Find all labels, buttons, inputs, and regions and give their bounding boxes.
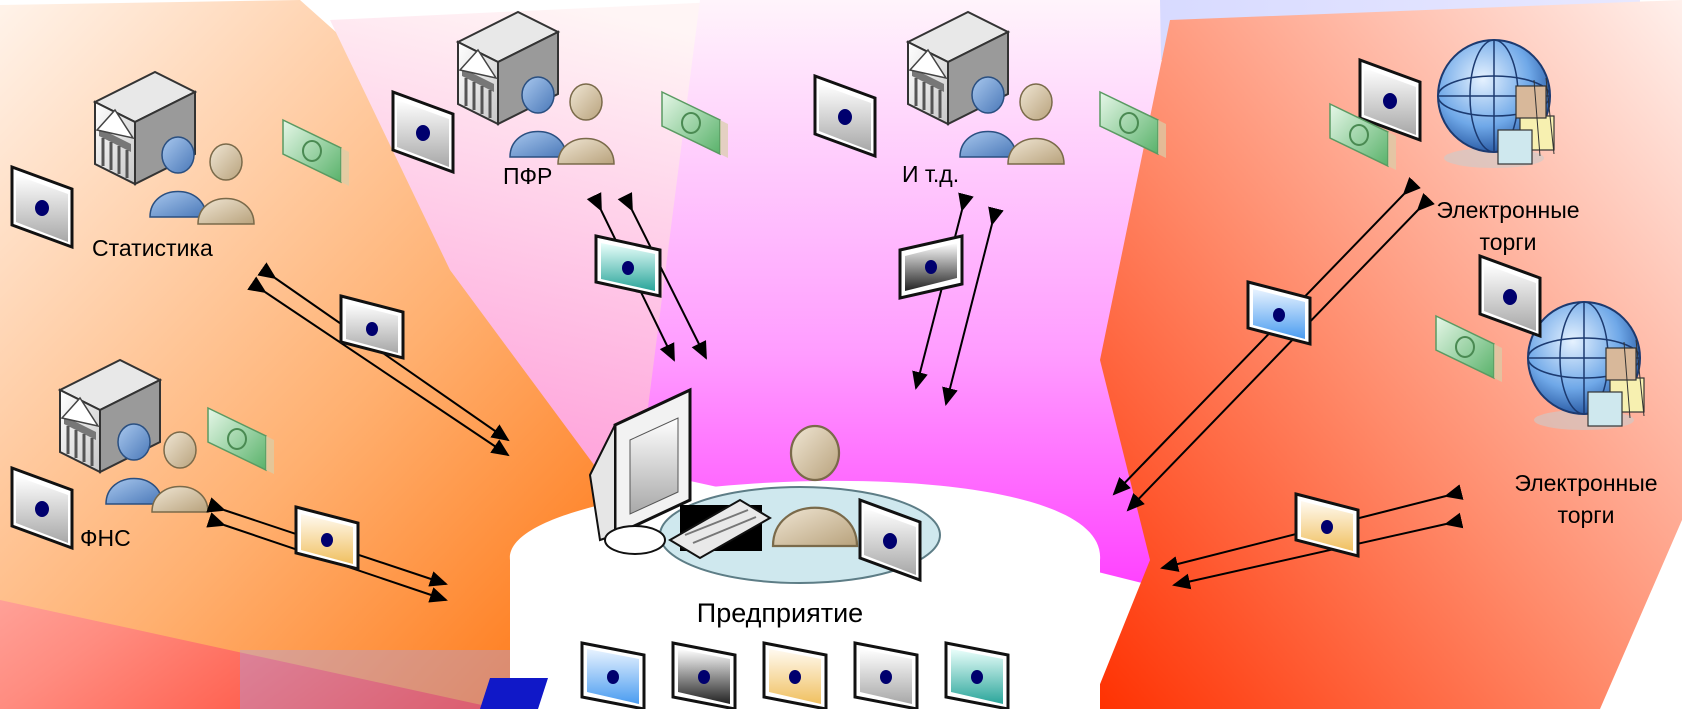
enterprise-label: Предприятие [697,598,863,628]
arrow-etc-2 [942,206,1004,406]
arrow-etrade1-2 [1126,192,1435,512]
document-icon [898,234,964,300]
document-icon [671,641,737,711]
pfr-label: ПФР [503,163,552,189]
node-etrade-1: Электронные торги [1329,39,1580,255]
document-row [580,641,1010,711]
document-icon [762,641,828,711]
transit-documents [294,234,1360,571]
monitor-icon [588,387,692,555]
document-icon [580,641,646,711]
etrade1-label-line1: Электронные [1436,197,1579,223]
arrow-pfr-2 [617,192,707,360]
bottom-notch [480,678,548,709]
statistics-label: Статистика [92,235,213,261]
arrow-etrade2-2 [1172,512,1464,590]
document-icon [944,641,1010,711]
node-etc: И т.д. [813,10,1167,187]
etrade2-label-line1: Электронные [1514,470,1657,496]
node-fns: ФНС [10,358,275,551]
etc-label: И т.д. [902,161,959,187]
node-statistics: Статистика [10,70,350,261]
node-etrade-2: Электронные торги [1435,254,1658,528]
document-icon [594,234,662,298]
document-icon [294,505,360,571]
keyboard-icon [668,498,772,560]
document-icon [853,641,919,711]
document-icon [1246,280,1312,346]
document-icon [339,294,405,360]
node-pfr: ПФР [391,10,729,189]
etrade1-label-line2: торги [1479,229,1536,255]
fns-label: ФНС [80,525,131,551]
document-icon [1294,492,1360,558]
etrade2-label-line2: торги [1557,502,1614,528]
arrow-statistics-2 [247,276,510,457]
